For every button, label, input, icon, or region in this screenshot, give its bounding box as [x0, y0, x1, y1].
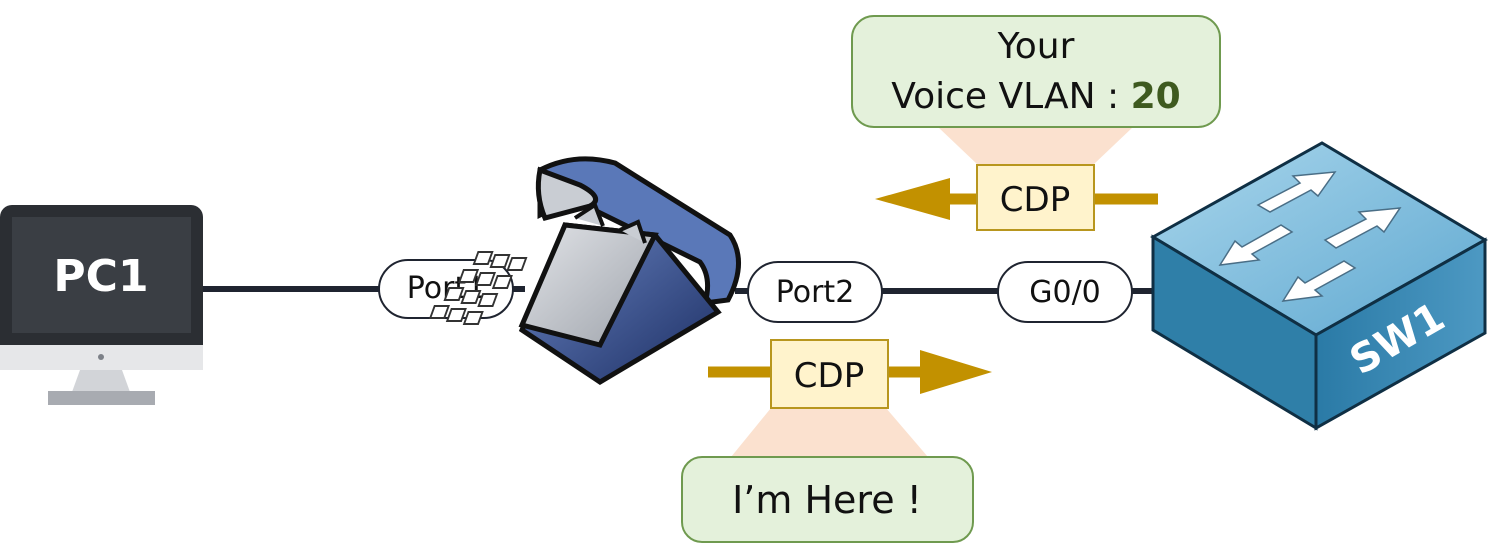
- cdp-label-upper: CDP: [1000, 180, 1070, 220]
- voice-vlan-id: 20: [1131, 76, 1181, 117]
- callout-im-here: I’m Here !: [732, 478, 922, 522]
- callout-line-voice-vlan: Voice VLAN : 20: [891, 76, 1180, 117]
- arrow-head-left: [875, 178, 950, 220]
- cdp-box-upper: [976, 164, 1095, 231]
- arrow-head-right: [920, 350, 992, 394]
- pc1-label: PC1: [53, 251, 148, 302]
- sw1-switch[interactable]: SW1: [1150, 141, 1488, 431]
- cdp-box-lower: [770, 339, 889, 409]
- callout-beam-upper: [938, 127, 1133, 165]
- phone-here-callout: I’m Here !: [681, 456, 974, 543]
- cdp-label-lower: CDP: [794, 356, 864, 396]
- g0-0-pill: G0/0: [997, 261, 1133, 323]
- g0-0-label: G0/0: [1029, 275, 1101, 310]
- desktop-computer-icon: [0, 205, 203, 405]
- network-switch-icon: [1150, 141, 1488, 431]
- cdp-to-switch-message: CDP: [708, 339, 992, 457]
- callout-line-your: Your: [997, 26, 1075, 67]
- desk-telephone-icon: [428, 156, 741, 385]
- callout-beam-lower: [731, 408, 928, 457]
- voice-vlan-prefix: Voice VLAN :: [891, 76, 1130, 117]
- switch-voice-vlan-callout: Your Voice VLAN : 20: [851, 15, 1221, 128]
- cdp-to-phone-message: CDP: [875, 127, 1158, 231]
- pc1-computer[interactable]: PC1: [0, 205, 203, 405]
- port2-label: Port2: [776, 275, 855, 310]
- ip-phone[interactable]: [428, 156, 741, 385]
- port2-pill: Port2: [747, 261, 883, 323]
